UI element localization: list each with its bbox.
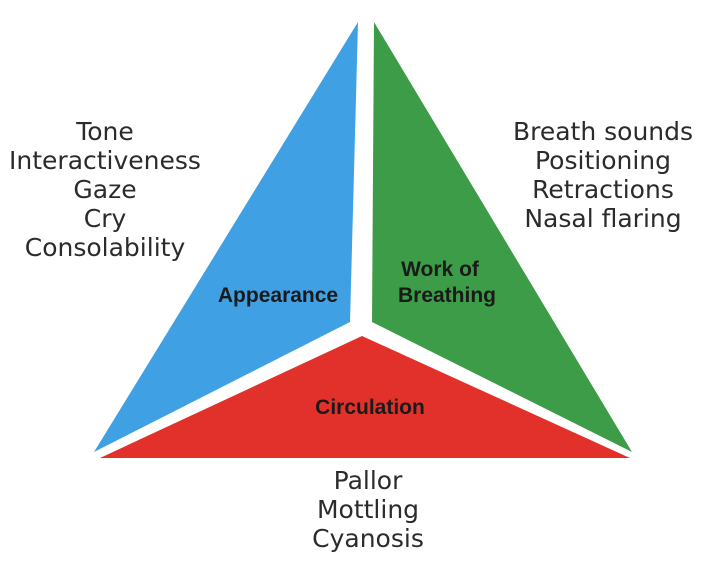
work-of-breathing-segment [372,22,632,452]
circulation-criterion: Pallor [333,466,403,495]
appearance-criterion: Gaze [73,175,137,204]
breathing-criterion: Retractions [532,175,674,204]
breathing-criterion: Positioning [535,146,671,175]
appearance-segment [94,22,358,452]
appearance-criterion: Interactiveness [9,146,201,175]
work-of-breathing-label-line2: Breathing [398,284,496,307]
appearance-criterion: Tone [76,117,134,146]
breathing-criterion: Nasal flaring [524,204,682,233]
work-of-breathing-criteria-list: Breath sounds Positioning Retractions Na… [498,117,708,233]
appearance-criterion: Cry [83,204,127,233]
circulation-segment [100,336,630,458]
appearance-criteria-list: Tone Interactiveness Gaze Cry Consolabil… [0,117,210,262]
appearance-label: Appearance [218,284,338,307]
breathing-criterion: Breath sounds [512,117,694,146]
circulation-criterion: Cyanosis [312,524,424,553]
circulation-label: Circulation [315,396,425,419]
appearance-criterion: Consolability [24,233,186,262]
work-of-breathing-label-line1: Work of [401,258,480,281]
circulation-criterion: Mottling [316,495,420,524]
circulation-criteria-list: Pallor Mottling Cyanosis [268,466,468,553]
